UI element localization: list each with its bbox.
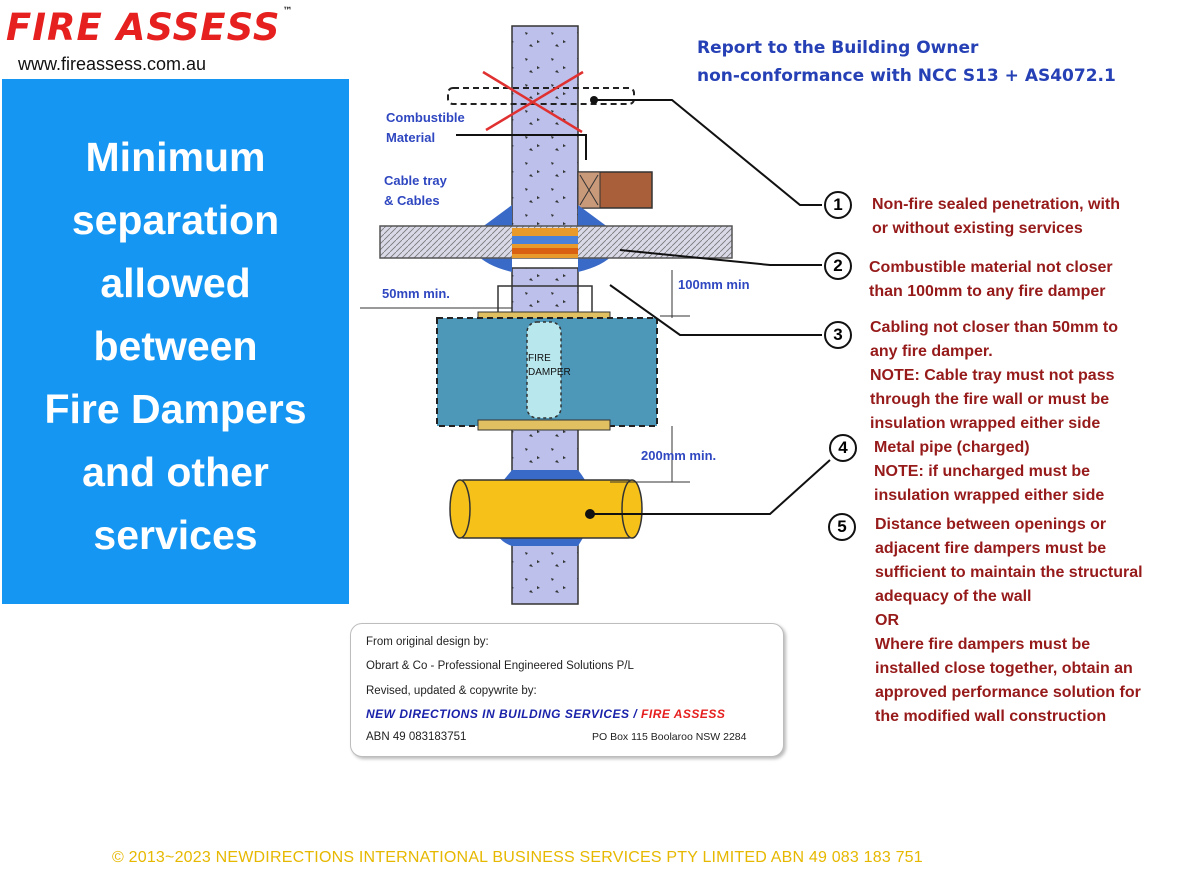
label-200mm: 200mm min. (641, 448, 717, 463)
panel-line: between (93, 323, 258, 369)
callout-5 (828, 513, 856, 541)
metal-pipe (457, 479, 635, 539)
callout-number: 5 (837, 517, 847, 536)
old-penetration (447, 87, 635, 105)
credits-box (350, 623, 784, 757)
credit-line: From original design by: (366, 636, 489, 648)
credit-abn: ABN 49 083183751 (366, 731, 467, 743)
panel-line: Fire Dampers (44, 386, 307, 432)
panel-line: Minimum (85, 134, 266, 180)
callout-number: 2 (833, 256, 843, 275)
panel-line: separation (71, 197, 280, 243)
leader-1 (594, 99, 822, 206)
label-100mm: 100mm min (678, 277, 750, 292)
wall-middle (511, 267, 579, 317)
leader-4 (590, 459, 831, 515)
red-cross (485, 70, 584, 132)
panel-line: and other (82, 449, 269, 495)
website-link[interactable]: www.fireassess.com.au (18, 54, 207, 74)
leader-2 (456, 134, 822, 266)
credit-brand: NEW DIRECTIONS IN BUILDING SERVICES / FI… (366, 707, 726, 721)
callout-number: 3 (833, 325, 843, 344)
panel-title: Minimum separation allowed between Fire … (2, 126, 349, 567)
report-title-line2: non-conformance with NCC S13 + AS4072.1 (697, 66, 1116, 86)
panel-line: allowed (100, 260, 251, 306)
report-title: Report to the Building Owner non-conform… (697, 34, 1116, 90)
callout-3 (824, 321, 852, 349)
report-title-line1: Report to the Building Owner (697, 38, 979, 58)
callout-4 (829, 434, 857, 462)
copyright-footer: © 2013~2023 NEWDIRECTIONS INTERNATIONAL … (112, 849, 923, 866)
callout-1 (824, 191, 852, 219)
credit-address: PO Box 115 Boolaroo NSW 2284 (592, 731, 747, 743)
credit-line: Obrart & Co - Professional Engineered So… (366, 660, 634, 672)
label-cable-tray: Cable tray& Cables (384, 173, 447, 208)
leader-3 (609, 284, 822, 336)
callout-number: 1 (833, 195, 843, 214)
callout-2 (824, 252, 852, 280)
wall-upper (511, 25, 579, 234)
callout-number: 4 (838, 438, 848, 457)
credit-line: Revised, updated & copywrite by: (366, 685, 537, 697)
title-panel (2, 79, 349, 604)
panel-line: services (93, 512, 258, 558)
label-50mm: 50mm min. (382, 286, 450, 301)
note-4: Metal pipe (charged)NOTE: if uncharged m… (874, 439, 1105, 504)
damper-blade (526, 321, 562, 419)
